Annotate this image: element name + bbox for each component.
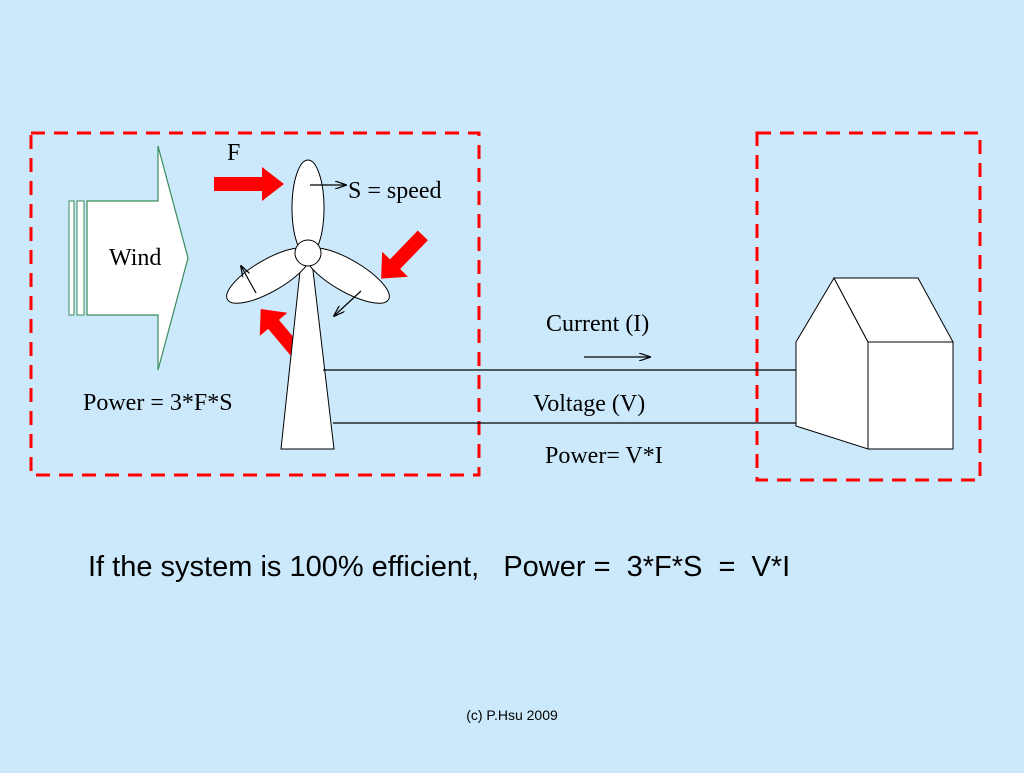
force-label: F [227, 140, 240, 166]
voltage-label: Voltage (V) [533, 391, 645, 417]
speed-label: S = speed [348, 178, 442, 204]
current-label: Current (I) [546, 311, 649, 337]
generator-system-boundary [29, 131, 481, 477]
wind-arrow-icon [68, 145, 189, 371]
efficiency-statement: If the system is 100% efficient, Power =… [88, 551, 790, 583]
rotation-arrow-icon [334, 290, 362, 316]
turbine-tower [280, 261, 335, 450]
wind-label: Wind [109, 245, 161, 271]
load-system-boundary [755, 131, 982, 482]
rotation-arrow-icon [241, 266, 257, 294]
wind-turbine-icon [226, 159, 390, 450]
turbine-hub [294, 239, 322, 267]
copyright-footer: (c) P.Hsu 2009 [466, 707, 558, 723]
mechanical-power-label: Power = 3*F*S [83, 390, 233, 416]
electrical-power-label: Power= V*I [545, 443, 663, 469]
house-icon [795, 276, 954, 450]
force-arrow-icon [381, 230, 428, 279]
force-arrow-icon [214, 167, 284, 201]
